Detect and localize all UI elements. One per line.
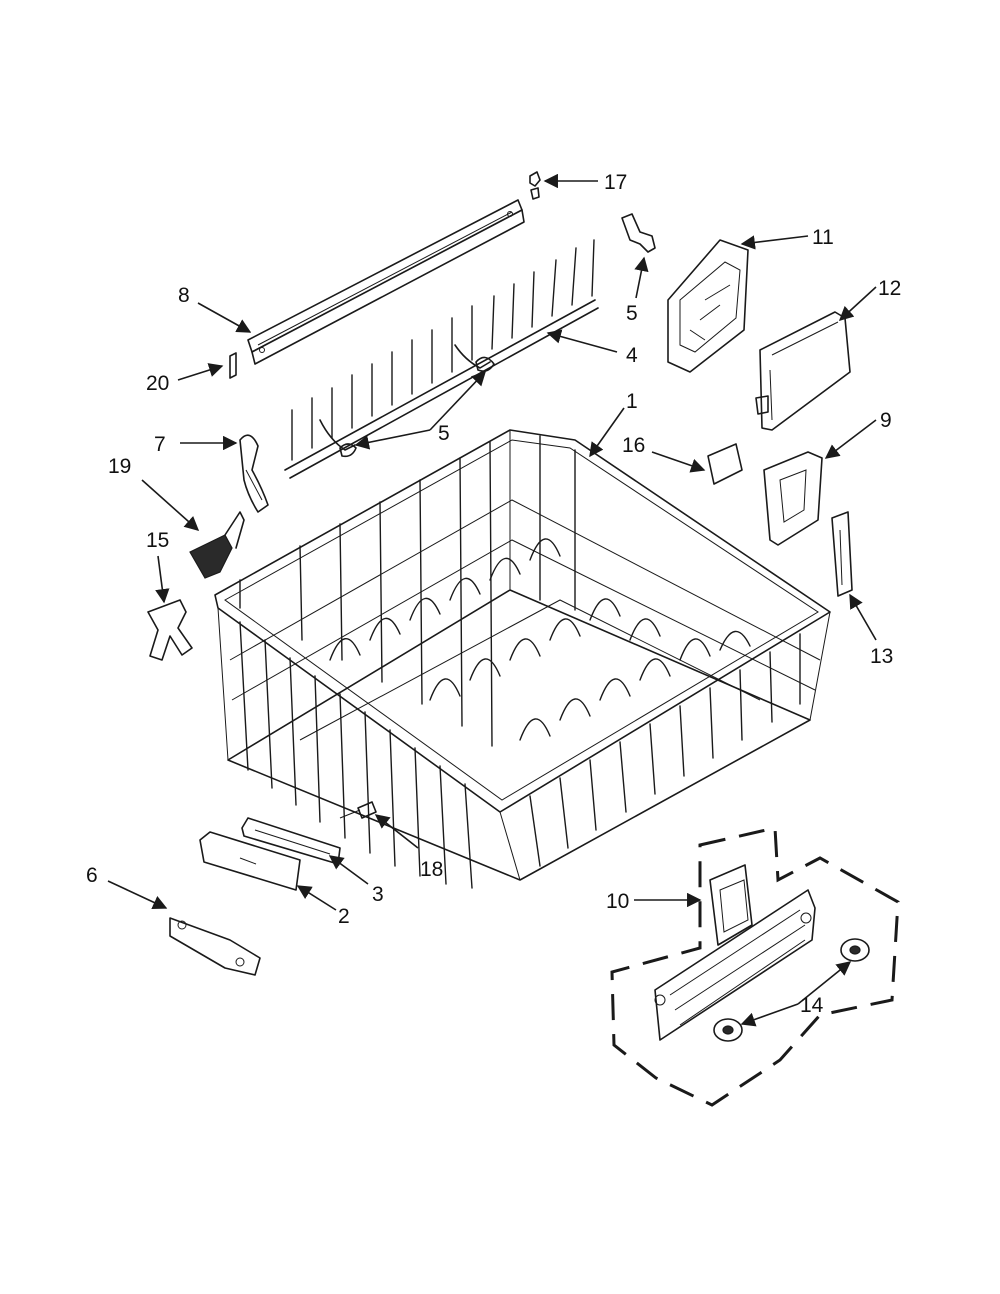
- part-6-rail-clip: [169, 917, 261, 976]
- callout-10: 10: [606, 890, 629, 913]
- leader-2: [296, 885, 337, 911]
- part-5-clip-top: [621, 213, 656, 253]
- callout-18: 18: [420, 858, 443, 881]
- part-20-stud: [229, 352, 237, 379]
- leader-13: [849, 593, 877, 641]
- leader-6: [107, 880, 168, 910]
- part-11-bracket: [667, 239, 749, 373]
- part-19-adjuster: [189, 511, 245, 579]
- leader-1: [589, 407, 625, 458]
- leader-18: [374, 814, 419, 849]
- part-5-clip-middle: [339, 356, 495, 458]
- part-17-clip: [529, 171, 541, 200]
- callout-16: 16: [622, 434, 645, 457]
- leader-14b: [740, 1003, 799, 1027]
- callout-11: 11: [812, 226, 834, 249]
- callout-5-top: 5: [626, 302, 638, 325]
- part-9-plate: [763, 451, 823, 546]
- part-2-handle-cover: [199, 831, 301, 891]
- callout-14: 14: [800, 994, 824, 1017]
- part-15-bracket: [147, 599, 193, 661]
- callout-17: 17: [604, 171, 627, 194]
- callout-labels: 17 11 12 8 5 4 20 1 5 7 16 9 19 15 13 18…: [86, 171, 901, 1017]
- part-7-hook: [239, 434, 269, 513]
- leader-20: [177, 363, 224, 381]
- leader-8: [197, 302, 252, 333]
- part-10-adjuster-assembly: [610, 826, 900, 1107]
- part-1-rack-basket: [214, 429, 831, 889]
- callout-19: 19: [108, 455, 131, 478]
- leader-14a: [797, 961, 852, 1005]
- callout-1: 1: [626, 390, 638, 413]
- leader-4: [546, 329, 618, 353]
- leader-16: [651, 451, 706, 473]
- leader-12: [838, 286, 877, 321]
- callout-2: 2: [338, 905, 350, 928]
- leader-11: [740, 235, 809, 250]
- callout-5-middle: 5: [438, 422, 450, 445]
- leader-19: [141, 479, 200, 531]
- leader-lines: [107, 173, 877, 1027]
- leader-3: [328, 855, 369, 885]
- callout-13: 13: [870, 645, 893, 668]
- part-14-wheel-lower: [713, 1018, 743, 1042]
- part-18-screw: [339, 801, 377, 819]
- leader-5c: [429, 370, 486, 431]
- callout-4: 4: [626, 344, 638, 367]
- leader-9: [824, 419, 877, 459]
- leader-15: [155, 555, 170, 604]
- part-13-strip: [831, 511, 853, 597]
- part-16-clip: [707, 443, 743, 485]
- part-14-wheel-upper: [840, 938, 870, 962]
- callout-9: 9: [880, 409, 892, 432]
- part-12-side-panel: [755, 311, 851, 431]
- part-8-rail: [247, 199, 525, 365]
- callout-12: 12: [878, 277, 901, 300]
- leader-5a: [634, 256, 649, 299]
- callout-3: 3: [372, 883, 384, 906]
- callout-15: 15: [146, 529, 169, 552]
- callout-20: 20: [146, 372, 169, 395]
- leader-5b: [354, 429, 431, 450]
- callout-6: 6: [86, 864, 98, 887]
- callout-8: 8: [178, 284, 190, 307]
- callout-7: 7: [154, 433, 166, 456]
